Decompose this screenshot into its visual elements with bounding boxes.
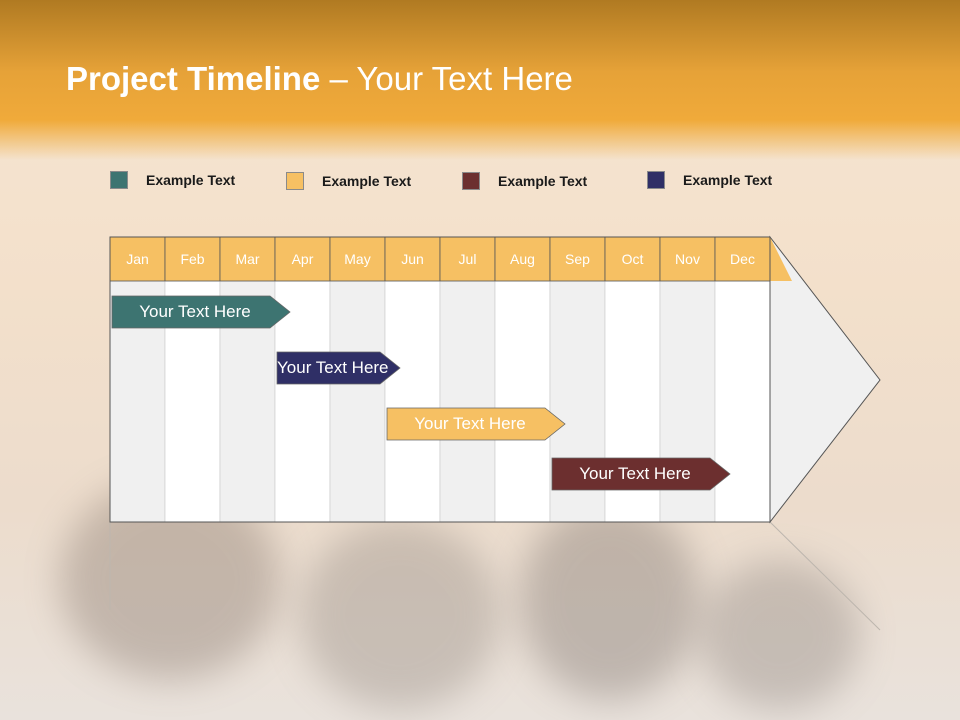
month-header-cell xyxy=(604,236,661,282)
title-rest: – Your Text Here xyxy=(320,60,573,97)
month-header-cell xyxy=(659,236,716,282)
header-band xyxy=(0,0,960,160)
month-header-cell xyxy=(164,236,221,282)
legend-label: Example Text xyxy=(146,172,236,188)
task-label: Your Text Here xyxy=(579,464,691,483)
background-photo-3 xyxy=(520,500,700,700)
month-label: Jul xyxy=(458,251,477,267)
legend-swatch-teal xyxy=(110,171,128,189)
month-header-cell xyxy=(219,236,276,282)
background-photo-2 xyxy=(300,520,500,710)
task-arrow xyxy=(386,407,566,441)
task-label: Your Text Here xyxy=(139,302,251,321)
month-column xyxy=(384,280,441,523)
month-header-cell xyxy=(549,236,606,282)
month-label: Feb xyxy=(180,251,205,267)
month-header-cell xyxy=(494,236,551,282)
title-bold: Project Timeline xyxy=(66,60,321,97)
month-header-cell xyxy=(329,236,386,282)
month-column xyxy=(439,280,496,523)
month-label: Nov xyxy=(675,251,700,267)
month-column xyxy=(274,280,331,523)
legend-item: Example Text xyxy=(110,171,235,189)
task-label: Your Text Here xyxy=(414,414,526,433)
reflection-line xyxy=(769,521,881,631)
month-header-cell xyxy=(274,236,331,282)
task-label: Your Text Here xyxy=(277,358,389,377)
month-label: Jan xyxy=(126,251,149,267)
task-arrow xyxy=(111,295,291,329)
month-header-cell xyxy=(439,236,496,282)
legend-item: Example Text xyxy=(286,172,411,190)
month-label: Mar xyxy=(235,251,260,267)
legend-swatch-orange xyxy=(286,172,304,190)
legend-item: Example Text xyxy=(647,171,772,189)
page-title: Project Timeline – Your Text Here xyxy=(66,60,573,98)
month-header-cell xyxy=(109,236,166,282)
legend-label: Example Text xyxy=(498,173,588,189)
task-arrow xyxy=(276,351,401,385)
month-label: Oct xyxy=(621,251,644,267)
month-label: Apr xyxy=(291,251,314,267)
timeline-frame xyxy=(109,236,771,523)
legend-item: Example Text xyxy=(462,172,587,190)
month-label: Aug xyxy=(510,251,535,267)
month-column xyxy=(494,280,551,523)
task-arrow xyxy=(551,457,731,491)
legend-label: Example Text xyxy=(683,172,773,188)
background-photo-4 xyxy=(700,560,860,710)
month-label: May xyxy=(344,251,371,267)
month-header-cell xyxy=(714,236,771,282)
month-label: Sep xyxy=(565,251,590,267)
legend-swatch-maroon xyxy=(462,172,480,190)
legend-label: Example Text xyxy=(322,173,412,189)
month-label: Jun xyxy=(401,251,424,267)
month-column xyxy=(714,280,771,523)
timeline-arrow-header-tip xyxy=(770,237,792,281)
month-column xyxy=(329,280,386,523)
legend-swatch-navy xyxy=(647,171,665,189)
month-label: Dec xyxy=(730,251,755,267)
month-header-cell xyxy=(384,236,441,282)
